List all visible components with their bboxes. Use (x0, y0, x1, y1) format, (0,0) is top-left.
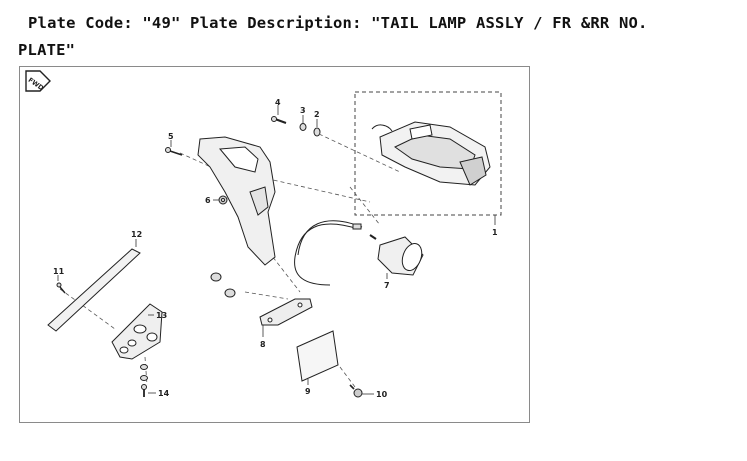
callout-4: 4 (275, 98, 281, 107)
callout-14: 14 (158, 389, 170, 398)
fastener-stack-14 (140, 364, 148, 397)
plate-heading: Plate Code: "49" Plate Description: "TAI… (18, 10, 738, 64)
callout-10: 10 (376, 390, 388, 399)
callout-11: 11 (53, 267, 65, 276)
reflector-strip-12 (47, 248, 141, 332)
license-lamp-7 (294, 220, 424, 286)
callout-13: 13 (156, 311, 167, 320)
rear-fender-bracket (197, 136, 276, 266)
screw-10 (349, 384, 363, 398)
tail-lamp-assembly (371, 121, 491, 186)
plate-heading-line2: PLATE" (18, 41, 76, 59)
callout-3: 3 (300, 106, 306, 115)
callout-9: 9 (305, 387, 311, 396)
plate-bracket-8 (210, 272, 313, 326)
callout-5: 5 (168, 132, 174, 141)
callout-7: 7 (384, 281, 390, 290)
nut-6 (218, 195, 228, 205)
parts-diagram-frame: FWD (19, 66, 530, 423)
small-fasteners-2-3-4 (271, 116, 321, 137)
plate-heading-line1: Plate Code: "49" Plate Description: "TAI… (28, 14, 648, 32)
screw-11 (56, 282, 66, 294)
callout-12: 12 (131, 230, 142, 239)
number-plate-9 (296, 330, 339, 382)
bolt-5 (165, 147, 183, 156)
callout-8: 8 (260, 340, 266, 349)
forward-direction-badge: FWD (25, 70, 51, 93)
callout-2: 2 (314, 110, 320, 119)
callout-1: 1 (492, 228, 498, 237)
callout-labels: 1 2 3 4 5 6 7 8 9 10 11 12 13 (53, 98, 498, 399)
exploded-parts-diagram: FWD (25, 70, 502, 399)
part-1-dashed-box (354, 91, 502, 216)
callout-6: 6 (205, 196, 211, 205)
reflector-bracket-13 (111, 303, 163, 360)
